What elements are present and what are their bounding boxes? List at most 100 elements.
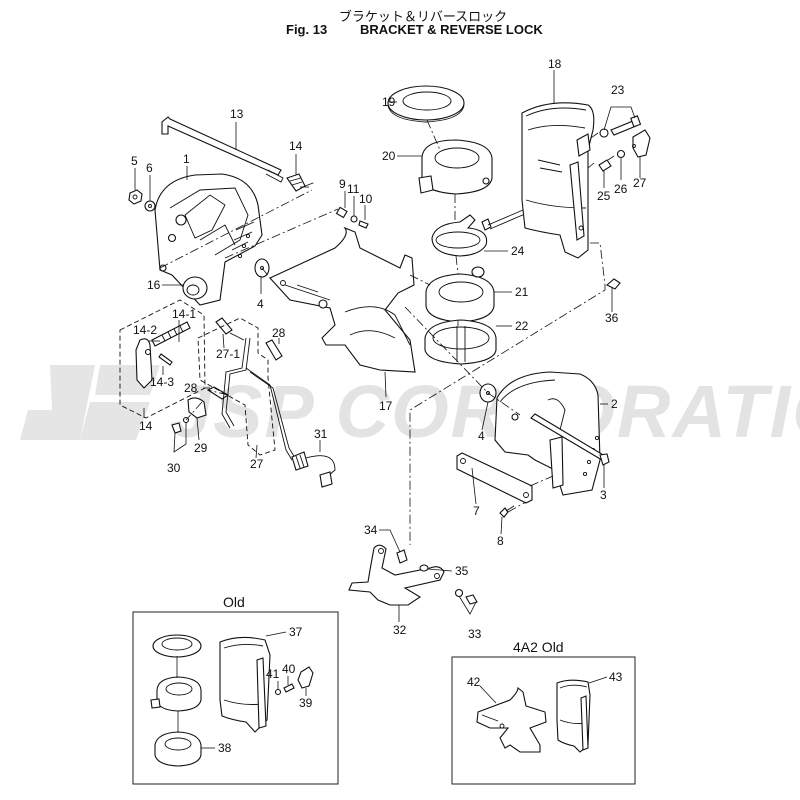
part-14-1-spring — [151, 321, 191, 347]
part-31-spring — [291, 451, 336, 488]
callout-11: 11 — [347, 182, 360, 196]
watermark-text: JSP CORPORATION — [170, 370, 800, 453]
callout-41: 41 — [266, 667, 280, 681]
callout-37: 37 — [289, 625, 303, 639]
part-14-3-pin — [158, 353, 173, 366]
part-16-swivel-bracket — [269, 226, 416, 373]
callout-8: 8 — [497, 534, 504, 548]
callout-20: 21 — [515, 285, 529, 299]
callout-21: 22 — [515, 319, 529, 333]
part-20-mount-lower — [425, 266, 495, 323]
callout-28-lower: 28 — [184, 381, 198, 395]
inset-old-mount — [150, 676, 202, 712]
inset-4a2-old: 4A2 Old 42 43 — [451, 639, 636, 785]
inset-old-part-40 — [283, 683, 295, 693]
inset-4a2-old-frame — [451, 656, 636, 785]
callout-31: 31 — [314, 427, 328, 441]
callout-35: 35 — [455, 564, 469, 578]
callout-33: 33 — [468, 627, 482, 641]
callout-23: 24 — [511, 244, 525, 258]
callout-27: 27 — [250, 457, 264, 471]
inset-old-part-39 — [297, 666, 314, 689]
inset-old-title: Old — [223, 594, 245, 610]
callout-17: 18 — [548, 57, 562, 71]
callout-10: 10 — [359, 192, 373, 206]
part-6-washer — [144, 200, 156, 212]
inset-old-ring — [152, 634, 202, 658]
inset-4a2-part-43-housing — [556, 679, 591, 753]
part-9-spring — [335, 206, 348, 219]
figure-title-english: BRACKET & REVERSE LOCK — [360, 22, 543, 37]
part-22-bolt-washer — [599, 115, 642, 138]
callout-leaders — [134, 70, 641, 622]
figure-number: Fig. 13 — [286, 22, 328, 37]
part-2-clamp-bracket — [494, 371, 601, 496]
callout-13: 14 — [289, 139, 303, 153]
callout-29: 29 — [194, 441, 208, 455]
callout-34: 34 — [364, 523, 378, 537]
watermark: JSP CORPORATION — [20, 365, 800, 453]
title-japanese: ブラケット＆リバースロック — [338, 10, 508, 25]
part-11-washer — [350, 215, 358, 223]
callout-3: 3 — [600, 488, 607, 502]
callout-14-2: 14-2 — [133, 323, 157, 337]
part-7-plate — [456, 452, 533, 504]
part-18-ring — [387, 85, 465, 123]
callout-6: 6 — [146, 161, 153, 175]
part-34-spring — [396, 549, 408, 564]
part-21-collar — [424, 319, 497, 365]
callout-12: 13 — [230, 107, 244, 121]
callout-43: 43 — [609, 670, 623, 684]
callout-36: 36 — [605, 311, 619, 325]
part-35-spring-clip — [419, 564, 429, 572]
callout-19: 20 — [382, 149, 396, 163]
callout-15: 16 — [147, 278, 161, 292]
part-10-screw — [358, 220, 369, 229]
part-13-bushing — [286, 173, 306, 192]
part-14-2-lock-lever — [135, 338, 153, 389]
callout-22: 23 — [611, 83, 625, 97]
callout-1: 1 — [183, 152, 190, 166]
inset-4a2-part-42-swivel — [476, 686, 547, 753]
part-33-screw-washer — [454, 588, 478, 605]
callout-24: 25 — [597, 189, 611, 203]
part-8-screw — [499, 505, 515, 518]
callout-4-lower: 4 — [478, 429, 485, 443]
callout-42: 42 — [467, 675, 481, 689]
callout-7: 7 — [473, 504, 480, 518]
part-24-bolt — [598, 159, 612, 172]
callout-16: 17 — [379, 399, 393, 413]
part-27-1-sleeve — [215, 317, 245, 341]
callout-38: 38 — [218, 741, 232, 755]
callout-labels: 13 14 5 6 1 9 11 10 16 4 19 20 18 23 25 … — [131, 57, 647, 641]
callout-26: 27 — [633, 176, 647, 190]
callout-2: 2 — [611, 397, 618, 411]
callout-18: 19 — [382, 95, 396, 109]
figure-title: Fig. 13 BRACKET & REVERSE LOCK — [286, 22, 543, 37]
part-32-lock-hook — [348, 544, 445, 606]
callout-14-1: 14-1 — [172, 307, 196, 321]
part-19-mount-upper — [418, 139, 493, 195]
part-27-lock-rod — [221, 337, 296, 461]
assembly-guide-lines — [119, 119, 615, 545]
callout-40: 40 — [282, 662, 296, 676]
callout-39: 39 — [299, 696, 313, 710]
part-5-nut — [128, 189, 143, 205]
callout-5: 5 — [131, 154, 138, 168]
inset-old-part-41 — [274, 688, 282, 696]
inset-old-part-37-housing — [219, 636, 271, 733]
callout-25: 26 — [614, 182, 628, 196]
callout-14: 14 — [139, 419, 153, 433]
inset-old-part-38 — [154, 731, 202, 767]
callout-9: 9 — [339, 177, 346, 191]
inset-4a2-old-title: 4A2 Old — [513, 639, 564, 655]
part-26-knob — [632, 129, 651, 158]
inset-old-frame — [132, 611, 339, 785]
inset-old: Old — [132, 594, 339, 785]
callout-4-upper: 4 — [257, 297, 264, 311]
part-28-pin-upper — [265, 339, 283, 361]
part-25-washer — [616, 149, 626, 159]
part-36-clip — [606, 278, 621, 290]
part-1-clamp-bracket — [154, 173, 263, 306]
part-17-housing — [521, 102, 595, 259]
